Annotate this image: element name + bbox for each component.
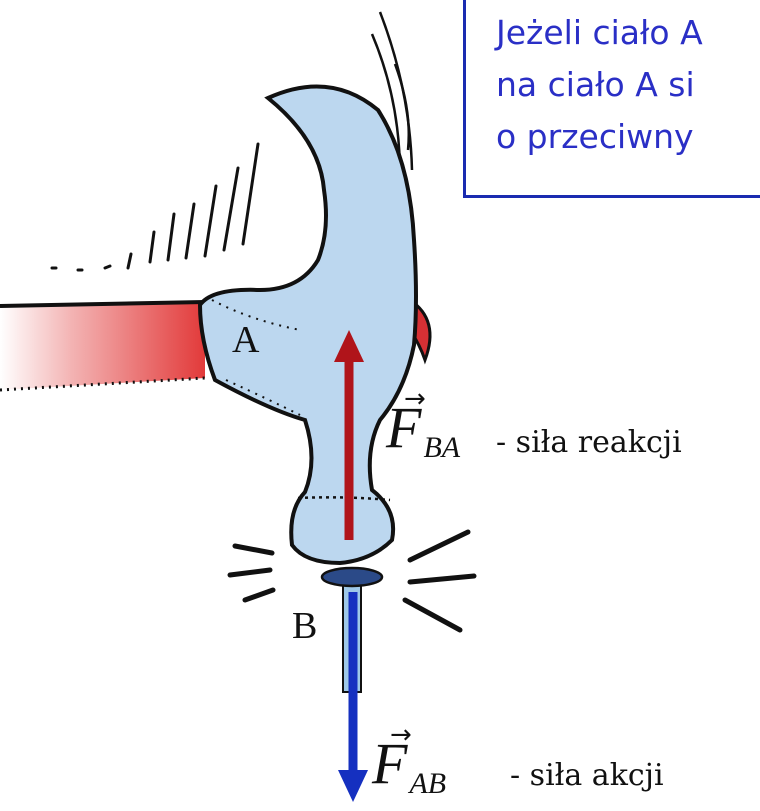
law-text-box: Jeżeli ciało A na ciało A si o przeciwny (463, 0, 760, 198)
force-ba-symbol: FBA (386, 394, 460, 461)
hammer-handle (0, 302, 205, 390)
law-text-line-2: na ciało A si (496, 65, 695, 104)
force-ab-letter: F (372, 731, 407, 796)
reaction-description: - siła reakcji (496, 425, 682, 460)
force-ab-subscript: AB (409, 767, 446, 800)
force-ba-subscript: BA (423, 431, 460, 464)
law-text-line-1: Jeżeli ciało A (496, 13, 703, 52)
label-body-b: B (292, 604, 317, 648)
action-description: - siła akcji (510, 758, 664, 793)
motion-lines (52, 144, 258, 270)
label-body-a: A (232, 318, 259, 362)
law-text-line-3: o przeciwny (496, 117, 694, 156)
force-ab-symbol: FAB (372, 730, 446, 797)
force-ba-letter: F (386, 395, 421, 460)
